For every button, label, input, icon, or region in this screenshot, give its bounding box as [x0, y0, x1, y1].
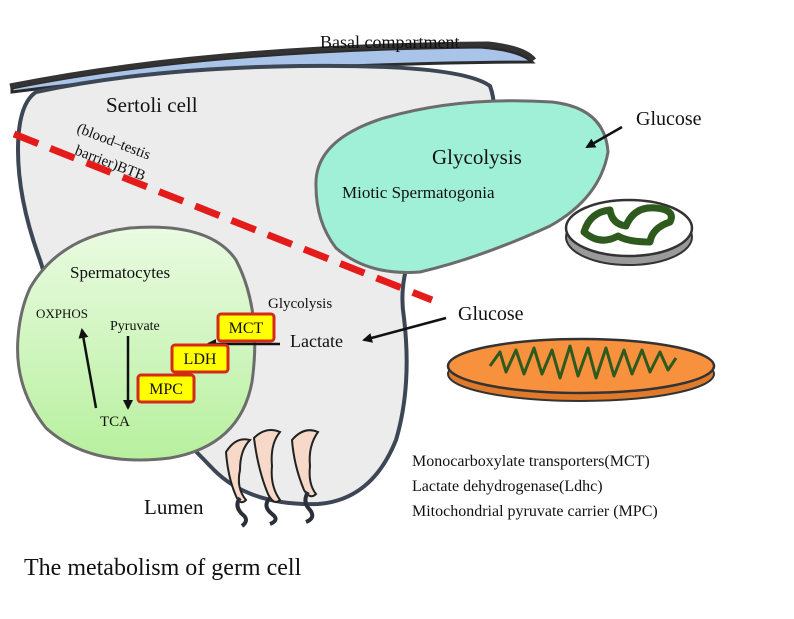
btb-dashed-line — [12, 130, 434, 304]
mitochondrion-orange — [446, 337, 716, 402]
basal-membrane-edge — [9, 41, 536, 89]
glucose-top-label: Glucose — [636, 108, 702, 130]
mct-label: MCT — [229, 320, 264, 337]
glycolysis-mid-label: Glycolysis — [268, 296, 332, 312]
spermatocyte-cell — [16, 225, 257, 462]
lumen-label: Lumen — [144, 495, 204, 519]
lactate-label: Lactate — [290, 331, 343, 351]
glycolysis-top-label: Glycolysis — [432, 145, 522, 169]
arrow-glucose-to-spermatogonia — [585, 125, 623, 149]
mpc-label: MPC — [149, 381, 183, 398]
pyruvate-label: Pyruvate — [110, 319, 160, 334]
legend-item-ldh: Lactate dehydrogenase(Ldhc) — [412, 478, 603, 495]
legend-item-mct: Monocarboxylate transporters(MCT) — [412, 453, 650, 470]
arrow-tca-to-oxphos — [78, 328, 98, 409]
mct-box: MCT — [216, 312, 276, 343]
spermatocytes-label: Spermatocytes — [70, 263, 170, 282]
mpc-box: MPC — [136, 373, 196, 404]
sertoli-cell-label: Sertoli cell — [106, 93, 198, 117]
oxphos-label: OXPHOS — [36, 306, 88, 321]
spermatogonia-label: Miotic Spermatogonia — [342, 183, 495, 202]
legend-item-mpc: Mitochondrial pyruvate carrier (MPC) — [412, 503, 658, 520]
mitochondrion-grey — [564, 198, 694, 266]
figure-caption: The metabolism of germ cell — [24, 555, 302, 581]
basal-compartment-label: Basal compartment — [320, 32, 459, 52]
tca-label: TCA — [100, 414, 130, 430]
ldh-box: LDH — [170, 343, 230, 374]
glucose-mid-label: Glucose — [458, 303, 524, 325]
ldh-label: LDH — [184, 351, 217, 368]
sperm-tails — [235, 490, 315, 528]
spermatogonia-cell — [314, 99, 610, 274]
arrow-glucose-to-lactate — [362, 316, 447, 343]
sperm-cells — [224, 429, 320, 504]
